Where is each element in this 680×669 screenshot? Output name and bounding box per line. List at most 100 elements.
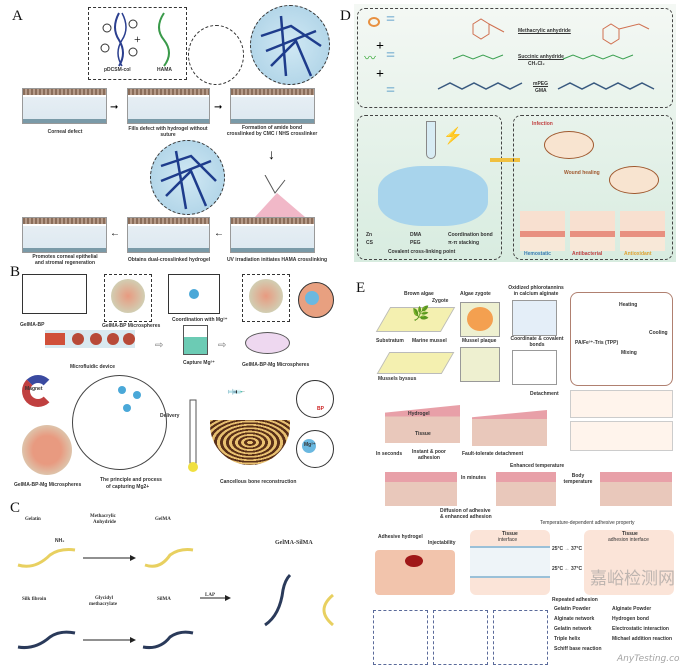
mussel-plate [376, 352, 455, 374]
arrow-connector [490, 158, 520, 162]
adhesive-hydrogel-label: Adhesive hydrogel [378, 534, 423, 540]
panel-b-label: B [10, 264, 21, 280]
step-uv: UV irradiation initiates HAMA crosslinki… [226, 257, 328, 263]
step-fill-defect: Fills defect with hydrogel without sutur… [128, 126, 208, 138]
methacrylate-label: methacrylate [89, 602, 118, 607]
gelma-label: GelMA [155, 517, 171, 522]
tpp-box: Heating Cooling PA/Fe³⁺-Tris (TPP) Mixin… [570, 292, 673, 386]
coordinate-bonds-label: Coordinate & covalent bonds [510, 336, 564, 348]
substratum-label: Substratum [376, 338, 404, 344]
arrow-right-icon: ⇨ [218, 340, 227, 351]
gelma-bp-mg-label: GelMA-BP-Mg Microspheres [242, 362, 310, 368]
temp-dependent-label: Temperature-dependent adhesive property [540, 520, 635, 526]
mechanism-box-1 [373, 610, 428, 665]
cornea-well-5 [127, 217, 210, 253]
legend-coordination: Coordination bond [448, 232, 493, 238]
temp-up-label: 25°C → 37°C [552, 546, 583, 552]
chemical-structures [437, 18, 655, 90]
silma-label: SilMA [157, 597, 171, 602]
petri-dish-icon [245, 332, 290, 354]
pdcsm-label: pDCSM-col [104, 67, 131, 73]
panel-e-label: E [356, 280, 366, 296]
mg-coordination-structure [168, 274, 220, 314]
algae-icon: 🌿 [412, 307, 430, 322]
bp-circle: BP [296, 380, 334, 418]
gelatin-label: Gelatin [25, 517, 41, 522]
panel-c-label: C [10, 500, 21, 516]
in-minutes-label: In minutes [461, 475, 487, 481]
hama-label: HAMA [157, 67, 172, 73]
cornea-well-3 [230, 88, 315, 124]
step-dual-crosslinked: Obtains dual-crosslinked hydrogel [127, 257, 211, 263]
infection-label: Infection [532, 121, 553, 127]
marine-mussel-label: Marine mussel [412, 338, 447, 344]
coordination-label: Coordination with Mg²⁺ [172, 317, 228, 323]
microsphere-inset [104, 274, 152, 322]
watermark-cn: 嘉峪检测网 [590, 569, 675, 589]
magnet-icon [22, 375, 54, 407]
panel-a-label: A [12, 8, 23, 24]
hydrogel-tissue-1 [385, 405, 460, 443]
arrow-down-icon: ↓ [268, 148, 275, 163]
silk-fibroin-label: Silk fibroin [22, 597, 47, 602]
oxidized-label: Oxidized phlorotannins [508, 285, 564, 291]
network-strip-2 [570, 421, 673, 451]
hydrogel-network [378, 166, 488, 226]
diffusion-label: Diffusion of adhesive [440, 508, 491, 514]
gelma-bp-structure [22, 274, 87, 314]
gelma-silma-synthesis-diagram [17, 548, 334, 649]
network-circle [250, 5, 330, 85]
arrow-right-icon: ⇨ [155, 340, 164, 351]
glycidyl-label: Glycidyl [95, 596, 114, 601]
detachment-label: Detachment [530, 391, 559, 397]
cancellous-bone [210, 420, 290, 465]
arrow-right-icon: ➞ [110, 102, 119, 113]
bone-reconstruction-label: Cancellous bone reconstruction [220, 479, 297, 485]
interface-box-2: Tissue adhesion interface [584, 530, 674, 595]
cornea-well-4 [22, 217, 107, 253]
legend-zn: Zn [366, 232, 373, 238]
legend-covalent: Covalent cross-linking point [388, 249, 456, 255]
polymer-inset: + pDCSM-col HAMA [88, 7, 187, 80]
calcium-alginate-label: in calcium alginate [513, 291, 559, 297]
cornea-well-1 [22, 88, 107, 124]
step-corneal-defect: Corneal defect [47, 129, 83, 135]
network-strip-1 [570, 390, 673, 418]
antibacterial-label: Antibacterial [572, 251, 603, 257]
mg-bp-circle [298, 282, 334, 318]
capture-mg-label: Capture Mg²⁺ [183, 360, 215, 366]
peg-icon: 〰 [364, 51, 377, 65]
zygote-label: Zygote [432, 298, 449, 304]
mg-bp-bone-circle: Mg²⁺ [296, 430, 334, 468]
ch2cl2-label: CH₂Cl₂ [528, 61, 545, 67]
step-cmc-nhs: crosslinked by CMC / NHS crosslinker [226, 131, 318, 137]
mg-microsphere [22, 425, 72, 475]
succinic-anhydride-label: Succinic anhydride [518, 54, 564, 60]
step-promotes: Promotes corneal epithelial [32, 254, 98, 260]
principle-label: The principle and process [100, 477, 162, 483]
step-amide-bond: Formation of amide bond [242, 125, 302, 131]
body-temp-label: Body temperature [563, 473, 593, 485]
syringe-icon: 💉 [225, 381, 247, 403]
mussels-byssus-label: Mussels byssus [378, 376, 417, 382]
temp-down-label: 25°C ← 37°C [552, 566, 583, 572]
dma-icon [368, 17, 380, 27]
cornea-well-2 [127, 88, 210, 124]
hydrogel-tissue-5 [600, 472, 672, 506]
gelma-bp-label: GelMA-BP [20, 322, 45, 328]
application-box: Infection Wound healing Hemostatic Antib… [513, 115, 673, 260]
cornea-well-6 [230, 217, 315, 253]
enhanced-adhesion-label: & enhanced adhesion [440, 514, 492, 520]
zoom-circle [188, 25, 244, 85]
test-tube-icon [426, 121, 436, 159]
hydrogel-tissue-4 [496, 472, 556, 506]
in-seconds-label: In seconds [376, 451, 403, 457]
hydrogel-tissue-2 [472, 410, 547, 446]
bone-icon [188, 399, 198, 472]
step-regeneration: and stromal regeneration [34, 260, 95, 266]
capturing-mg-label: of capturing Mg2+ [106, 484, 150, 490]
arrow-right-icon: ➞ [214, 102, 223, 113]
legend-pi-stacking: π-π stacking [448, 240, 479, 246]
arrow-left-icon: ← [214, 228, 224, 239]
rat-icon [544, 131, 594, 159]
